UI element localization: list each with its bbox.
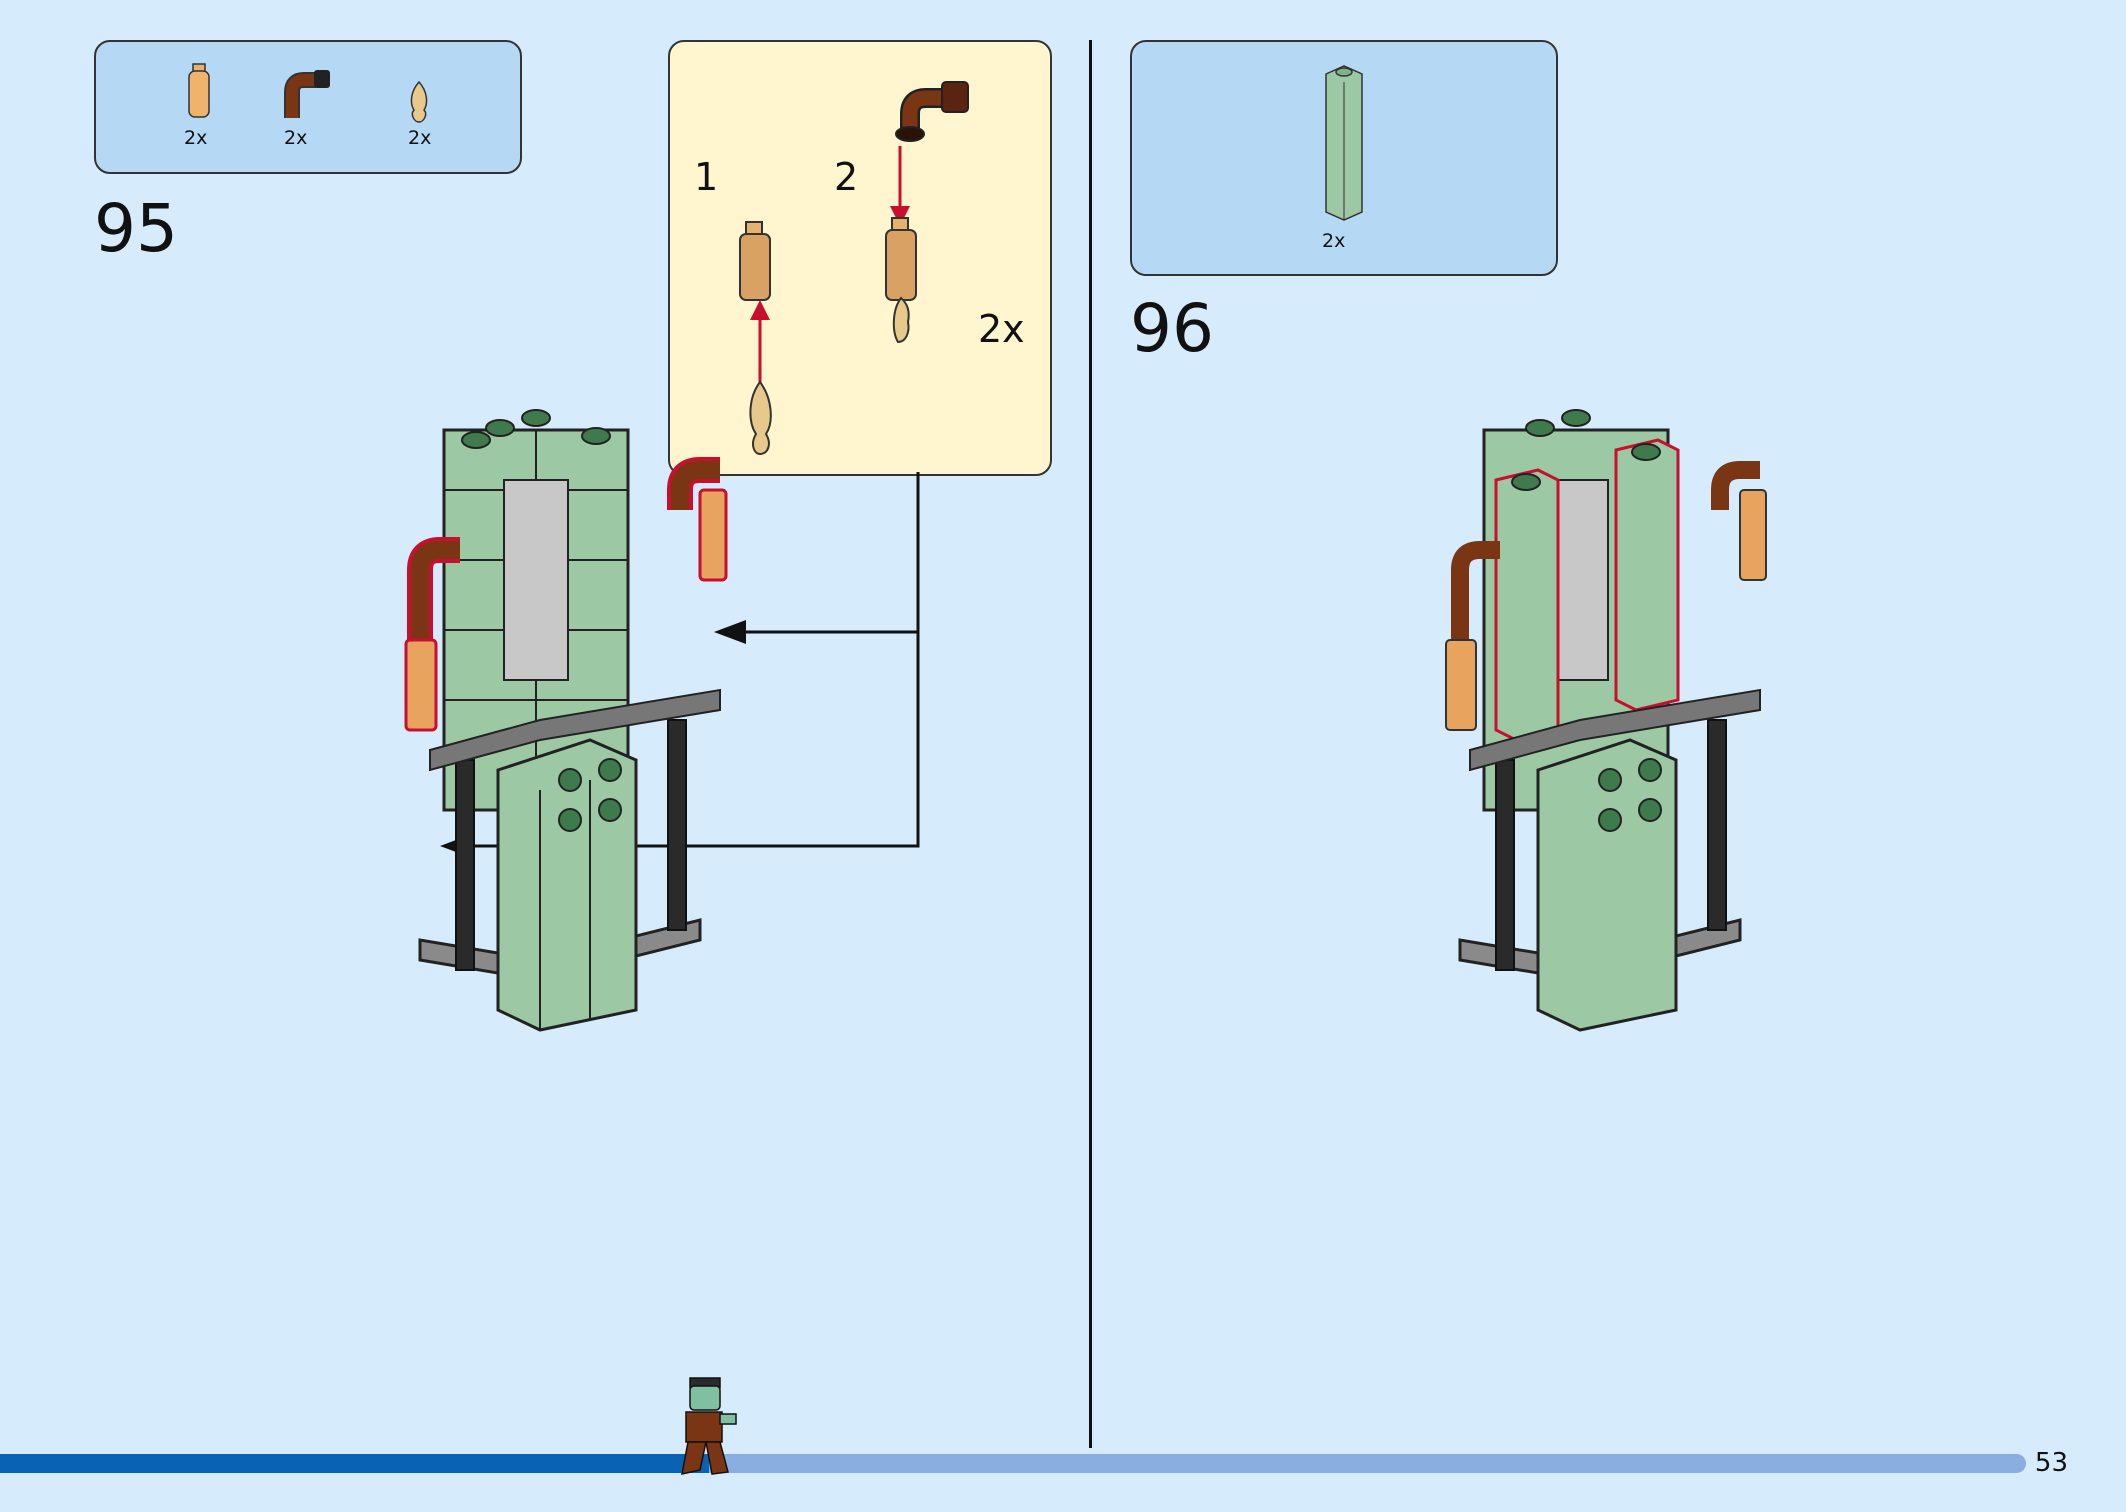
multiplier-label: 2x [978, 307, 1025, 351]
minifigure-progress-icon [681, 1377, 737, 1475]
sub-step-number: 2 [834, 155, 859, 199]
brown-pipe-elbow-icon [284, 70, 330, 118]
progress-fill [0, 1454, 709, 1473]
tan-round-brick-icon [188, 63, 210, 118]
subassembly-illustration [739, 81, 969, 456]
step-number: 95 [94, 190, 178, 267]
parts-list-step-96: 2x [1130, 40, 1558, 276]
part-qty: 2x [184, 127, 208, 149]
step-divider [1089, 40, 1092, 1448]
sub-step-number: 1 [694, 155, 719, 199]
sand-green-tall-brick-icon [1325, 65, 1363, 221]
step-number: 96 [1130, 290, 1214, 367]
gold-flame-icon [410, 80, 428, 123]
part-qty: 2x [284, 127, 308, 149]
model-illustration-step-95 [404, 409, 728, 1032]
model-illustration-step-96 [1445, 409, 1767, 1032]
part-qty: 2x [408, 127, 432, 149]
page-number: 53 [2034, 1448, 2068, 1478]
parts-list-step-95: 2x 2x 2x [94, 40, 522, 174]
subassembly-callout: 1 2 2x [668, 40, 1052, 476]
part-qty: 2x [1322, 230, 1346, 252]
